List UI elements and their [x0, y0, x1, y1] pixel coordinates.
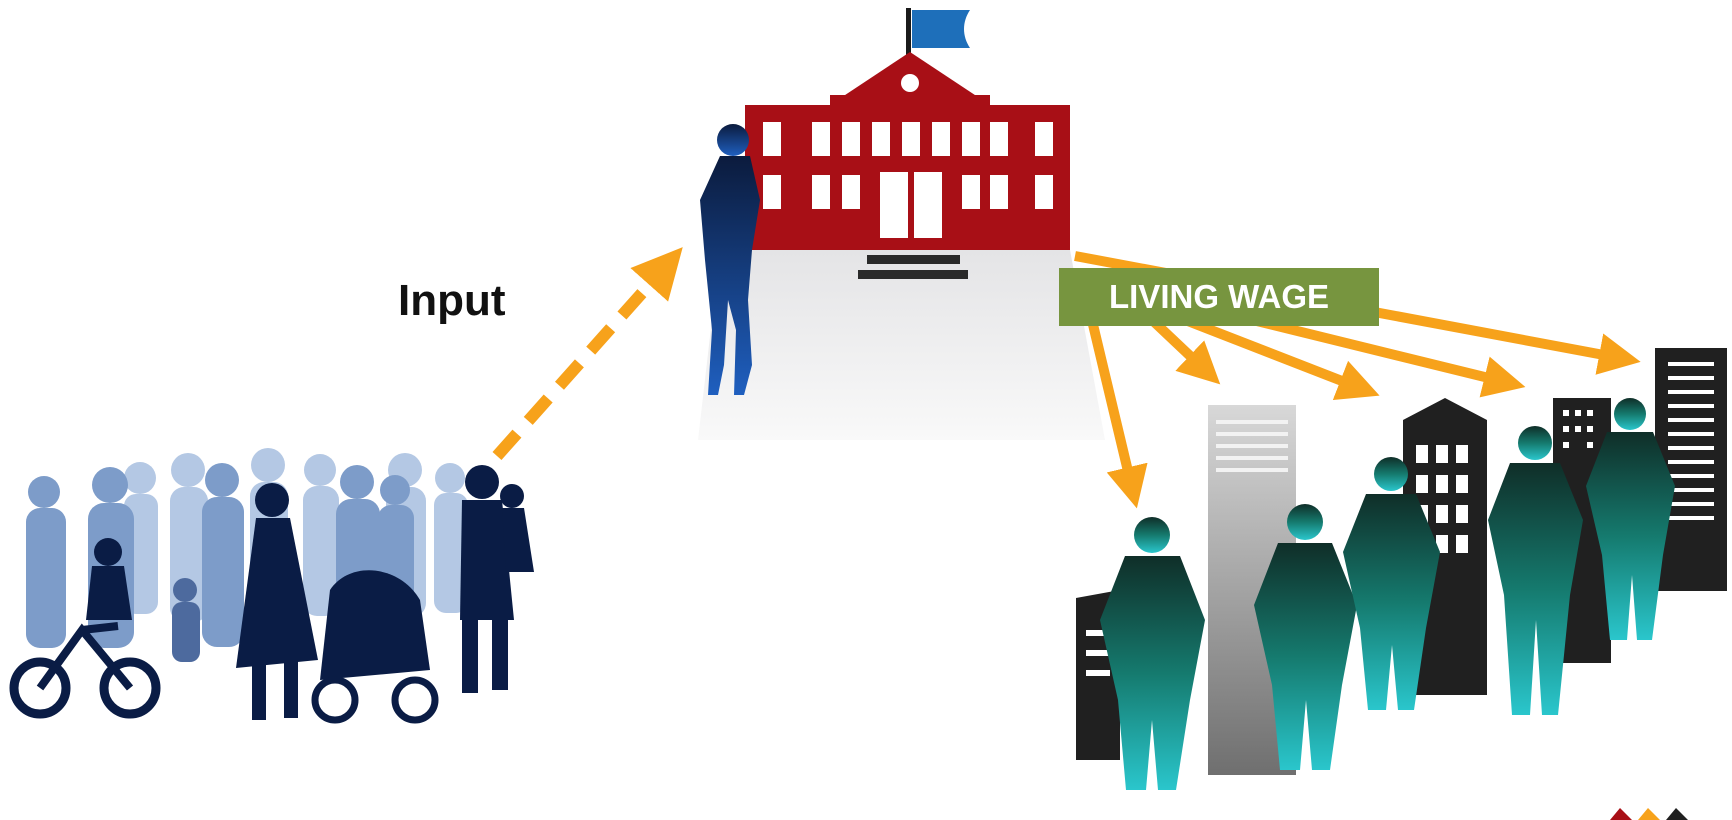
- worker-4: [1488, 426, 1583, 715]
- worker-5: [1586, 398, 1675, 640]
- input-label: Input: [398, 276, 506, 325]
- school-building-icon: [698, 8, 1105, 440]
- businessmen-group-icon: [1100, 398, 1675, 790]
- corner-logo-icon: [1610, 808, 1688, 820]
- plaza-floor: [698, 250, 1105, 440]
- businesswoman-icon: [700, 124, 760, 395]
- living-wage-box: LIVING WAGE: [1059, 268, 1379, 326]
- input-arrow: [492, 247, 683, 460]
- arrow-to-worker-1: [1085, 310, 1148, 509]
- worker-2: [1254, 504, 1357, 770]
- arrow-to-worker-3: [1178, 313, 1380, 400]
- crowd-silhouette-icon: [9, 448, 534, 724]
- worker-1: [1100, 517, 1205, 790]
- living-wage-label: LIVING WAGE: [1108, 278, 1329, 315]
- worker-3: [1343, 457, 1440, 710]
- flag-icon: [912, 10, 970, 48]
- arrow-to-worker-2: [1146, 314, 1221, 385]
- flag-pole: [906, 8, 911, 58]
